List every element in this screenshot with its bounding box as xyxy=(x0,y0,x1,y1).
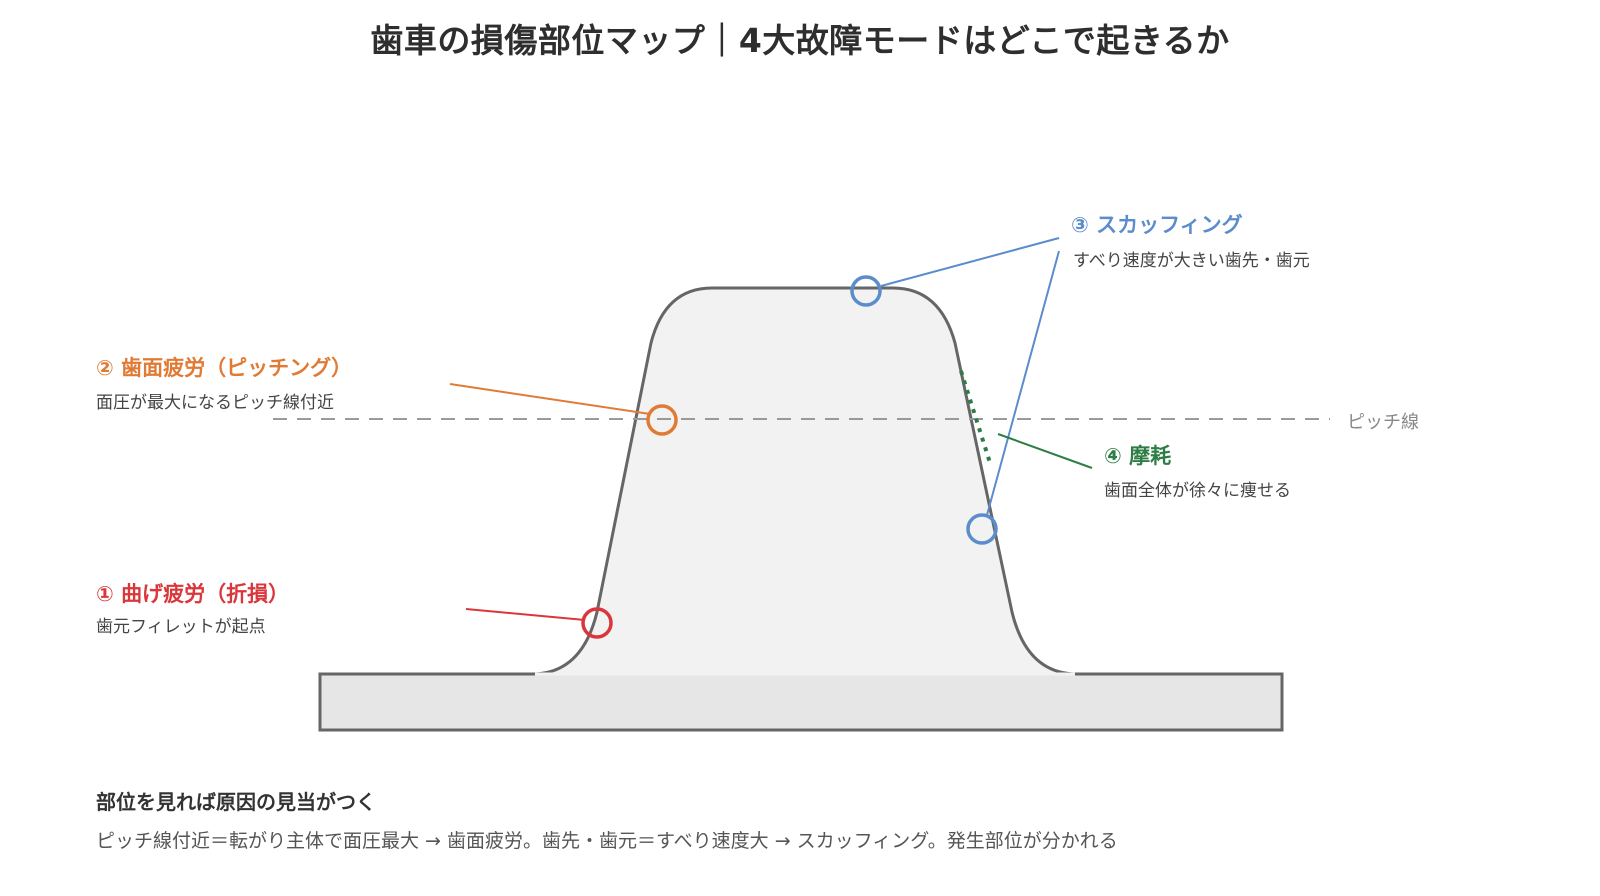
bending-marker xyxy=(581,607,613,639)
bending-description: 歯元フィレットが起点 xyxy=(96,617,266,637)
summary-text: ピッチ線付近＝転がり主体で面圧最大 → 歯面疲労。歯先・歯元＝すべり速度大 → … xyxy=(96,830,1118,852)
pitting-description: 面圧が最大になるピッチ線付近 xyxy=(96,393,334,413)
summary-heading: 部位を見れば原因の見当がつく xyxy=(96,790,376,814)
scuffing-leader-tip xyxy=(880,237,1060,287)
page-title: 歯車の損傷部位マップ｜4大故障モードはどこで起きるか xyxy=(370,21,1230,60)
wear-description: 歯面全体が徐々に痩せる xyxy=(1104,481,1291,501)
bending-heading: ① 曲げ疲労（折損） xyxy=(96,582,290,606)
gear-tooth xyxy=(320,286,1282,676)
pitting-leader xyxy=(449,383,651,415)
scuffing-tip-marker xyxy=(850,275,882,307)
wear-leader xyxy=(997,433,1093,469)
scuffing-heading: ③ スカッフィング xyxy=(1071,213,1243,237)
pitch-line-label: ピッチ線 xyxy=(1347,412,1419,433)
wear-heading: ④ 摩耗 xyxy=(1104,444,1172,468)
bending-leader xyxy=(465,608,586,621)
scuffing-leader-root xyxy=(986,250,1060,516)
scuffing-root-marker xyxy=(966,513,998,545)
pitting-heading: ② 歯面疲労（ピッチング） xyxy=(96,356,353,380)
pitting-marker xyxy=(646,404,678,436)
gear-base xyxy=(318,672,1284,732)
wear-dotted-marker xyxy=(959,370,993,467)
scuffing-description: すべり速度が大きい歯先・歯元 xyxy=(1073,251,1310,271)
